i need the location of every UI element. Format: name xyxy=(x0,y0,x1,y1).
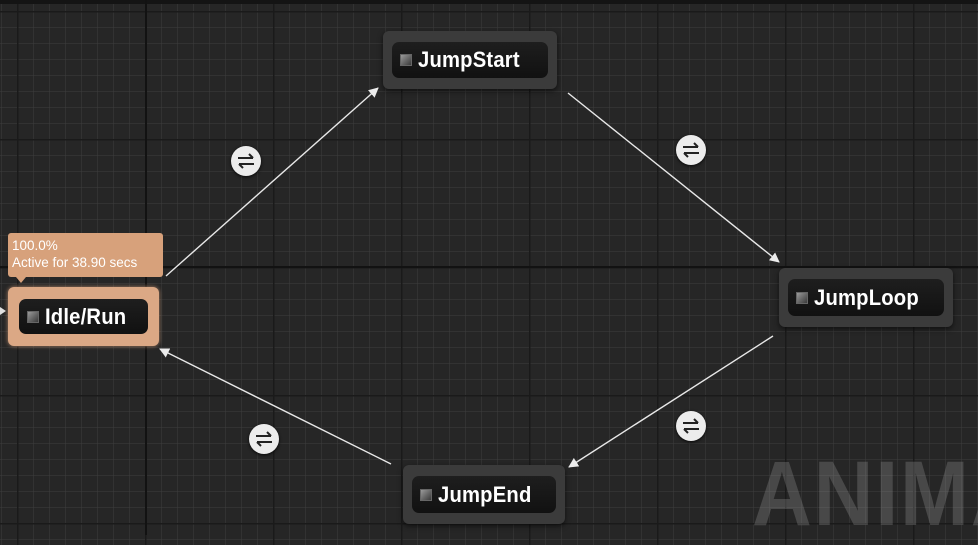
edge-idlerun-to-jumpstart[interactable] xyxy=(165,87,379,277)
tooltip-pointer xyxy=(16,277,26,283)
edge-jumpstart-to-jumploop[interactable] xyxy=(567,92,780,263)
transition-rule-icon[interactable] xyxy=(676,135,706,165)
top-bar xyxy=(0,0,978,4)
swap-arrows-icon xyxy=(683,418,699,434)
state-node-body: JumpStart xyxy=(392,42,548,78)
edge-jumploop-to-jumpend[interactable] xyxy=(568,335,774,468)
transition-rule-icon[interactable] xyxy=(249,424,279,454)
active-state-tooltip: 100.0% Active for 38.90 secs xyxy=(8,233,163,277)
state-icon xyxy=(27,310,39,323)
tooltip-weight: 100.0% xyxy=(12,238,58,253)
transition-rule-icon[interactable] xyxy=(676,411,706,441)
state-node-body: Idle/Run xyxy=(19,299,148,334)
state-node-label: JumpEnd xyxy=(438,481,532,507)
watermark-text: ANIMA xyxy=(752,443,978,545)
entry-arrow-icon xyxy=(0,307,6,315)
state-node-jumploop[interactable]: JumpLoop xyxy=(779,268,953,327)
state-icon xyxy=(400,54,412,66)
state-node-jumpend[interactable]: JumpEnd xyxy=(403,465,565,524)
swap-arrows-icon xyxy=(256,431,272,447)
state-icon xyxy=(420,488,432,501)
state-node-jumpstart[interactable]: JumpStart xyxy=(383,31,557,89)
state-node-label: Idle/Run xyxy=(45,303,127,329)
state-node-label: JumpStart xyxy=(418,47,520,72)
grid-axis-horizontal xyxy=(0,266,978,268)
state-icon xyxy=(796,291,808,304)
edge-jumpend-to-idlerun[interactable] xyxy=(159,348,392,465)
tooltip-status: Active for 38.90 secs xyxy=(12,255,138,270)
swap-arrows-icon xyxy=(238,153,254,169)
state-node-body: JumpEnd xyxy=(412,476,556,513)
swap-arrows-icon xyxy=(683,142,699,158)
transition-rule-icon[interactable] xyxy=(231,146,261,176)
state-node-body: JumpLoop xyxy=(788,279,944,316)
state-node-label: JumpLoop xyxy=(814,284,919,310)
state-node-idle-run[interactable]: Idle/Run xyxy=(8,287,159,346)
